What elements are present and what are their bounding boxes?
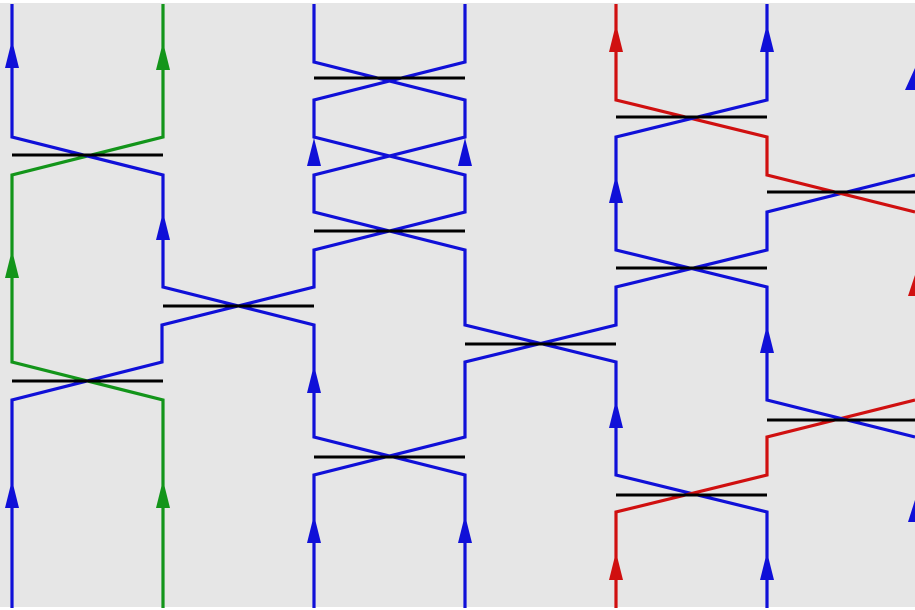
arrow-up-icon (609, 24, 623, 52)
arrow-up-icon (5, 40, 19, 68)
arrow-up-icon (307, 365, 321, 393)
arrow-up-icon (905, 68, 915, 90)
strand-blue-3 (312, 173, 915, 608)
diagram-background (0, 3, 915, 607)
arrow-up-icon (760, 325, 774, 353)
arrow-up-icon (5, 480, 19, 508)
arrow-up-icon (156, 480, 170, 508)
arrow-up-icon (458, 515, 472, 543)
arrow-up-icon (609, 175, 623, 203)
arrow-up-icon (5, 250, 19, 278)
strand-red-2 (614, 4, 915, 214)
arrow-up-icon (908, 275, 915, 296)
arrow-up-icon (760, 552, 774, 580)
arrow-up-icon (307, 515, 321, 543)
strand-red-1 (614, 398, 915, 608)
arrow-up-icon (156, 212, 170, 240)
arrow-up-icon (609, 552, 623, 580)
arrow-up-icon (307, 138, 321, 166)
arrow-up-icon (156, 42, 170, 70)
arrow-up-icon (760, 24, 774, 52)
arrow-up-icon (458, 138, 472, 166)
arrow-up-icon (908, 500, 915, 522)
arrow-up-icon (609, 400, 623, 428)
strand-blue-5 (614, 4, 915, 439)
